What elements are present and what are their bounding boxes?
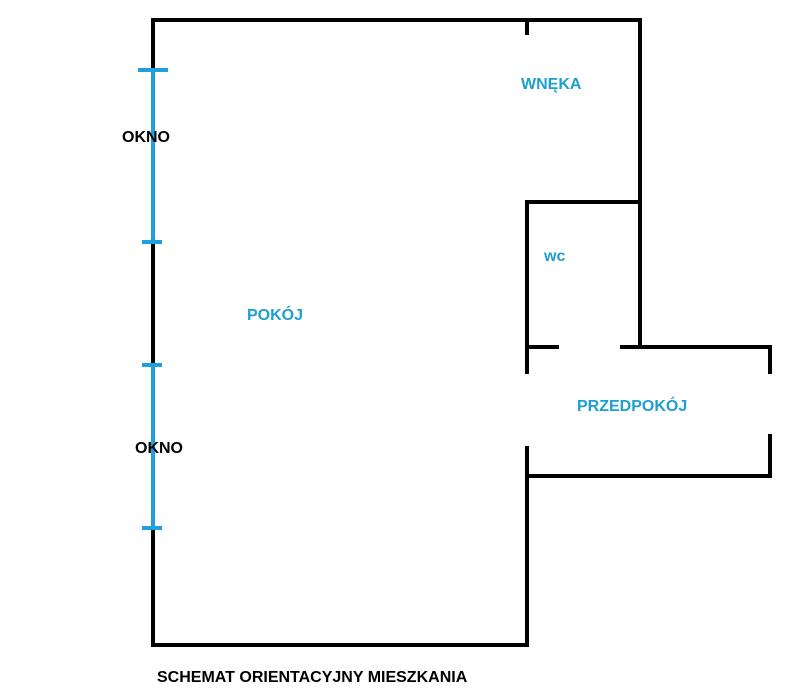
window-lower bbox=[142, 363, 162, 530]
plan-caption: SCHEMAT ORIENTACYJNY MIESZKANIA bbox=[157, 669, 468, 686]
window-upper bbox=[138, 68, 168, 244]
window-upper-label: OKNO bbox=[122, 129, 170, 146]
room-label-wc: wc bbox=[544, 248, 566, 265]
window-lower-label: OKNO bbox=[135, 440, 183, 457]
room-label-wneka: WNĘKA bbox=[521, 76, 582, 93]
room-label-przedpokoj: PRZEDPOKÓJ bbox=[577, 398, 688, 415]
room-label-pokoj: POKÓJ bbox=[247, 307, 304, 324]
